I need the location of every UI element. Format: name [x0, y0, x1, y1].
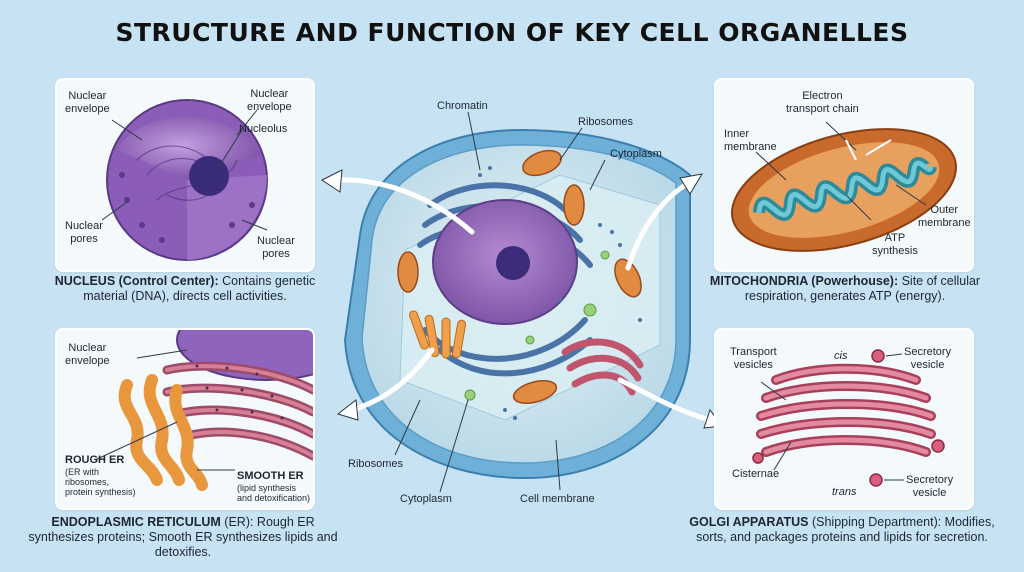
label-rough-er-desc: (ER with ribosomes, protein synthesis)	[65, 467, 136, 497]
label-cell-membrane: Cell membrane	[520, 493, 595, 505]
nucleus-panel: Nuclear envelope Nuclear envelope Nucleo…	[55, 78, 315, 272]
label-ribosomes-top: Ribosomes	[578, 116, 634, 128]
label-chromatin: Chromatin	[437, 100, 488, 112]
nucleolus-shape	[496, 246, 530, 280]
nucleolus-shape	[189, 156, 229, 196]
nucleus-caption-text: Contains genetic material (DNA), directs…	[83, 274, 316, 303]
label-secretory-vesicle-top: Secretory vesicle	[904, 346, 952, 371]
label-cytoplasm-bottom: Cytoplasm	[400, 493, 452, 505]
vesicle-shapes	[464, 250, 610, 401]
golgi-caption-title: GOLGI APPARATUS	[689, 515, 809, 529]
nucleus-illustration	[101, 99, 268, 261]
label-nuclear-pores-left: Nuclear pores	[65, 220, 103, 245]
label-secretory-vesicle-bottom: Secretory vesicle	[906, 474, 954, 499]
er-caption: ENDOPLASMIC RETICULUM (ER): Rough ER syn…	[22, 515, 344, 560]
label-transport-vesicles: Transport vesicles	[730, 346, 777, 371]
golgi-caption-text: (Shipping Department): Modifies, sorts, …	[696, 515, 995, 544]
mitochondria-caption-title: MITOCHONDRIA (Powerhouse):	[709, 274, 899, 288]
label-outer-membrane: Outer membrane	[918, 204, 971, 229]
mitochondria-illustration	[731, 121, 957, 252]
label-cis: cis	[834, 350, 848, 362]
label-atp-synthesis: ATP synthesis	[872, 232, 918, 257]
er-caption-text: (ER): Rough ER synthesizes proteins; Smo…	[28, 515, 338, 559]
mitochondria-caption-text: Site of cellular respiration, generates …	[744, 274, 981, 303]
golgi-illustration	[752, 349, 945, 487]
callout-arrows	[333, 177, 713, 423]
er-illustration	[94, 330, 313, 491]
label-inner-membrane: Inner membrane	[724, 128, 777, 153]
ribosome-dots	[478, 166, 642, 420]
golgi-panel: Transport vesicles cis Secretory vesicle…	[714, 328, 974, 510]
er-panel: Nuclear envelope ROUGH ER (ER with ribos…	[55, 328, 315, 510]
label-cisternae: Cisternae	[732, 468, 780, 480]
smooth-er-shapes	[409, 310, 467, 359]
label-smooth-er-desc: (lipid synthesis and detoxification)	[237, 483, 311, 503]
er-caption-title: ENDOPLASMIC RETICULUM	[51, 515, 221, 529]
label-smooth-er: SMOOTH ER	[237, 470, 304, 482]
mitochondria-panel: Electron transport chain Inner membrane …	[714, 78, 974, 272]
mitochondria-caption: MITOCHONDRIA (Powerhouse): Site of cellu…	[700, 274, 990, 304]
label-ribosomes-bottom: Ribosomes	[348, 458, 404, 470]
nucleus-caption-title: NUCLEUS (Control Center):	[54, 274, 219, 288]
label-er-nuclear-envelope: Nuclear envelope	[65, 342, 110, 367]
mitochondria-shapes	[397, 149, 642, 404]
label-cytoplasm-top: Cytoplasm	[610, 148, 662, 160]
page-title: STRUCTURE AND FUNCTION OF KEY CELL ORGAN…	[115, 18, 909, 47]
label-electron-transport-chain: Electron transport chain	[786, 90, 859, 115]
nucleus-caption: NUCLEUS (Control Center): Contains genet…	[40, 274, 330, 304]
label-trans: trans	[832, 486, 857, 498]
label-nuclear-pores-right: Nuclear pores	[257, 235, 295, 260]
golgi-caption: GOLGI APPARATUS (Shipping Department): M…	[686, 515, 998, 545]
label-nucleolus: Nucleolus	[239, 123, 288, 135]
label-rough-er: ROUGH ER	[65, 454, 125, 466]
label-nuclear-envelope-left: Nuclear envelope	[65, 90, 110, 115]
label-nuclear-envelope-right: Nuclear envelope	[247, 88, 292, 113]
